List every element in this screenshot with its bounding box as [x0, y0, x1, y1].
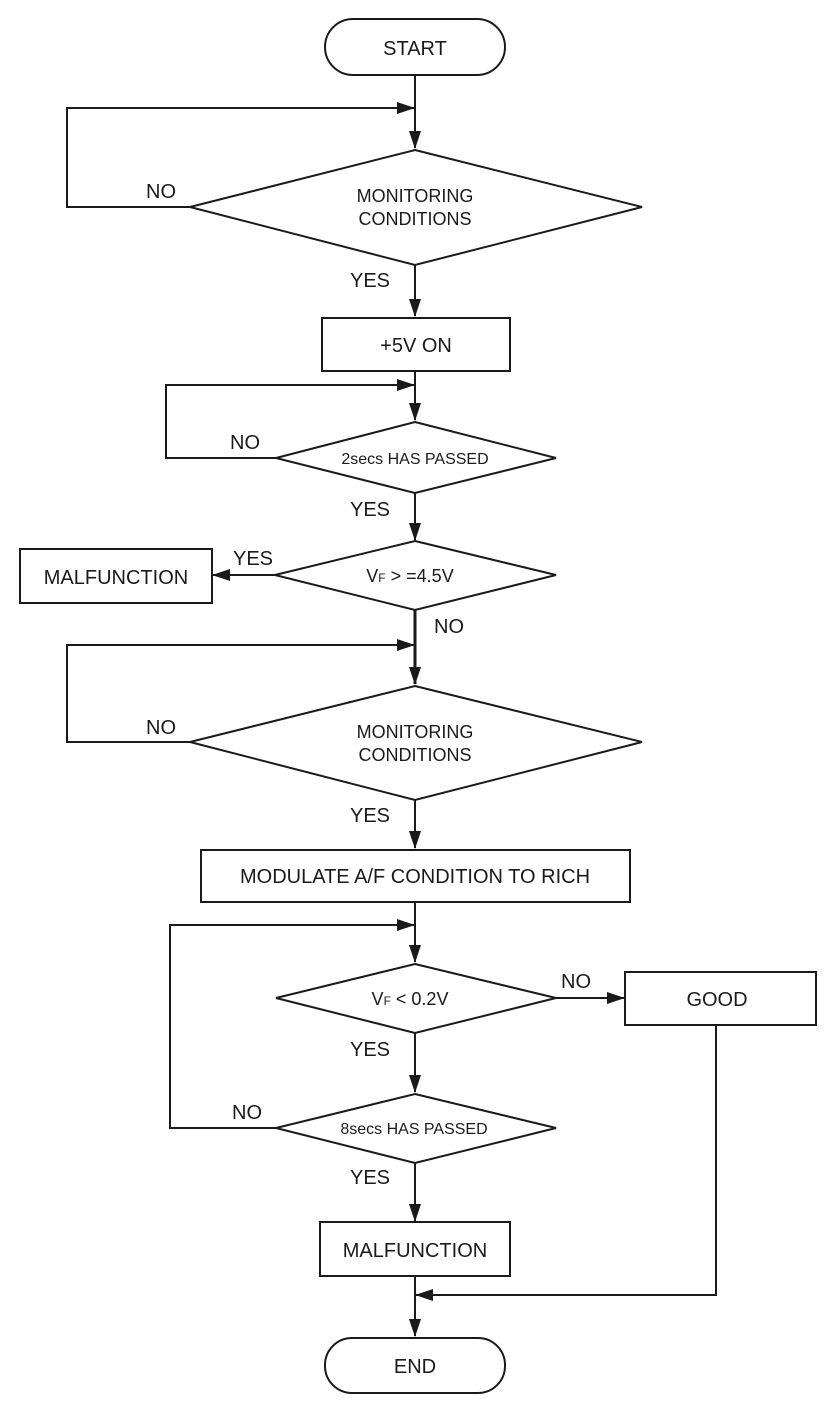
- malfunction-process-2: MALFUNCTION: [319, 1221, 511, 1277]
- good-label: GOOD: [686, 989, 747, 1011]
- malfunction1-label: MALFUNCTION: [44, 567, 188, 589]
- vf-high-prefix: V: [366, 566, 378, 586]
- passed8-label: 8secs HAS PASSED: [340, 1121, 487, 1138]
- malfunction2-label: MALFUNCTION: [343, 1240, 487, 1262]
- passed8-decision: 8secs HAS PASSED: [275, 1092, 557, 1165]
- vf-high-decision: VF > =4.5V: [274, 539, 557, 612]
- yes-label-monitoring2: YES: [350, 805, 390, 827]
- monitoring2-line2: CONDITIONS: [358, 745, 471, 765]
- vf-low-decision: VF < 0.2V: [275, 962, 557, 1035]
- vf-low-prefix: V: [372, 989, 384, 1009]
- edge-8secs-no-loop: [169, 919, 415, 1129]
- start-node: START: [324, 18, 506, 76]
- monitoring1-line2: CONDITIONS: [358, 209, 471, 229]
- yes-label-vf-low: YES: [350, 1039, 390, 1061]
- modulate-label: MODULATE A/F CONDITION TO RICH: [240, 866, 590, 888]
- yes-label-vf-high: YES: [233, 548, 273, 570]
- vf-high-sub: F: [378, 571, 385, 585]
- vf-low-suffix: < 0.2V: [391, 989, 449, 1009]
- no-label-2secs: NO: [230, 432, 260, 454]
- monitoring-decision-1: MONITORING CONDITIONS: [189, 148, 643, 267]
- branch-labels: NO YES NO YES YES NO NO YES NO YES NO YE…: [146, 181, 591, 1189]
- yes-label-8secs: YES: [350, 1167, 390, 1189]
- good-process: GOOD: [624, 971, 817, 1026]
- no-label-vf-low: NO: [561, 971, 591, 993]
- modulate-process: MODULATE A/F CONDITION TO RICH: [200, 849, 631, 903]
- vf-high-label: VF > =4.5V: [366, 566, 453, 586]
- end-node: END: [324, 1337, 506, 1394]
- connectors: [66, 76, 717, 1337]
- monitoring-decision-2: MONITORING CONDITIONS: [189, 684, 643, 802]
- yes-label-2secs: YES: [350, 499, 390, 521]
- plus5v-label: +5V ON: [380, 335, 452, 357]
- vf-low-label: VF < 0.2V: [372, 989, 449, 1009]
- plus5v-process: +5V ON: [321, 317, 511, 372]
- end-label: END: [394, 1356, 436, 1378]
- monitoring1-line1: MONITORING: [357, 186, 474, 206]
- no-label-monitoring1: NO: [146, 181, 176, 203]
- edge-monitoring2-no-loop: [66, 639, 415, 743]
- monitoring2-line1: MONITORING: [357, 722, 474, 742]
- no-label-monitoring2: NO: [146, 717, 176, 739]
- malfunction-process-1: MALFUNCTION: [19, 548, 213, 604]
- edge-good-to-end: [415, 1025, 717, 1301]
- no-label-8secs: NO: [232, 1102, 262, 1124]
- edge-2secs-no-loop: [165, 379, 415, 459]
- yes-label-monitoring1: YES: [350, 270, 390, 292]
- edge-monitoring1-no-loop: [66, 102, 415, 208]
- passed2-decision: 2secs HAS PASSED: [275, 420, 557, 495]
- start-label: START: [383, 38, 447, 60]
- vf-low-sub: F: [384, 994, 391, 1008]
- no-label-vf-high: NO: [434, 616, 464, 638]
- passed2-label: 2secs HAS PASSED: [341, 451, 488, 468]
- vf-high-suffix: > =4.5V: [386, 566, 454, 586]
